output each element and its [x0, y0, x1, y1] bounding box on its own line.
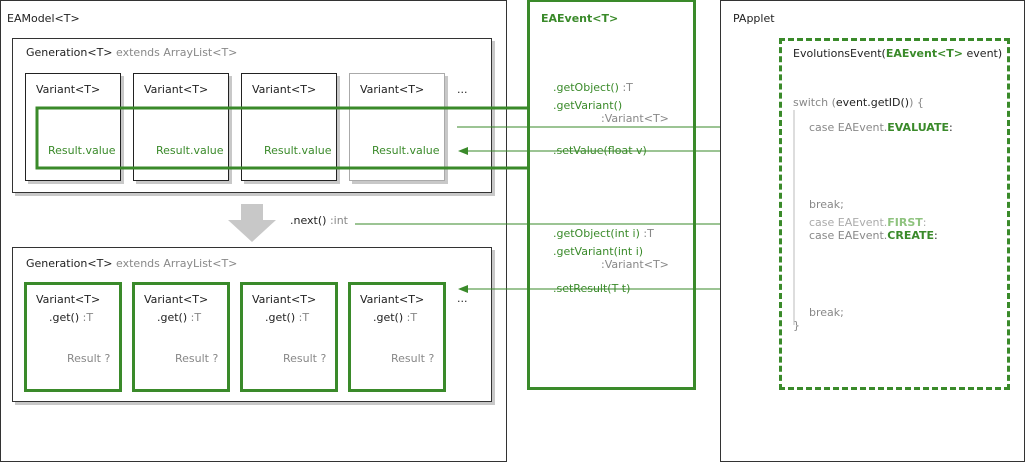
case-keyword: case EAEvent. [809, 216, 888, 229]
generation-extends: extends ArrayList<T> [116, 46, 238, 59]
generation-title: Generation<T> extends ArrayList<T> [26, 46, 237, 59]
method-getVariant: .getVariant() [553, 99, 623, 112]
generation-class: Generation<T> [26, 46, 113, 59]
case-keyword: case EAEvent. [809, 121, 888, 134]
method-type: :T [622, 81, 633, 94]
get-method: .get() [49, 311, 80, 324]
generation-extends: extends ArrayList<T> [116, 257, 238, 270]
get-method: .get() [373, 311, 404, 324]
switch-close: } [793, 319, 800, 332]
handler-signature: EvolutionsEvent(EAEvent<T> event) [793, 47, 1002, 60]
variant-result: Result.value [48, 144, 116, 157]
case-colon: : [948, 121, 953, 134]
case-colon: : [922, 216, 927, 229]
next-method-name: .next() [290, 214, 327, 227]
generation-title: Generation<T> extends ArrayList<T> [26, 257, 237, 270]
handler-end: event) [963, 47, 1003, 60]
get-type: :T [406, 311, 418, 324]
variant-label: Variant<T> [252, 83, 317, 96]
case-keyword: case EAEvent. [809, 229, 888, 242]
variant-label: Variant<T> [144, 293, 209, 306]
method-name: .getObject(int i) [553, 227, 640, 240]
variant-result: Result.value [264, 144, 332, 157]
variant-result: Result.value [156, 144, 224, 157]
method-name: .getObject() [553, 81, 619, 94]
handler-param: EAEvent<T> [885, 47, 964, 60]
next-method: .next() :int [290, 214, 348, 227]
method-getVariant-i-type: :Variant<T> [601, 258, 669, 271]
variant-result-unknown: Result ? [67, 352, 111, 365]
eamodel-title: EAModel<T> [7, 12, 80, 25]
case-create: case EAEvent.CREATE: [809, 229, 938, 242]
method-getVariant-i: .getVariant(int i) [553, 245, 644, 258]
evolutions-event-handler: EvolutionsEvent(EAEvent<T> event) switch… [779, 38, 1010, 390]
method-setValue: .setValue(float v) [553, 144, 647, 157]
variant-label: Variant<T> [36, 83, 101, 96]
generation-class: Generation<T> [26, 257, 113, 270]
next-arrow-icon [228, 204, 276, 242]
variant-label: Variant<T> [360, 83, 425, 96]
case-colon: : [934, 229, 938, 242]
variant-card[interactable]: Variant<T> Result.value [25, 73, 121, 181]
variant-label: Variant<T> [252, 293, 317, 306]
method-getVariant-type: :Variant<T> [601, 112, 669, 125]
handler-name: EvolutionsEvent( [793, 47, 886, 60]
case-const: CREATE [887, 229, 935, 242]
variant-get: .get() :T [373, 311, 417, 324]
get-method: .get() [157, 311, 188, 324]
variant-result-unknown: Result ? [175, 352, 219, 365]
get-type: :T [190, 311, 202, 324]
variant-label: Variant<T> [144, 83, 209, 96]
variant-card-new[interactable]: Variant<T> .get() :T Result ? [24, 282, 122, 392]
method-type: :T [643, 227, 654, 240]
variant-card-new[interactable]: Variant<T> .get() :T Result ? [132, 282, 230, 392]
break-statement: break; [809, 198, 844, 211]
next-method-type: :int [329, 214, 348, 227]
method-getObject: .getObject() :T [553, 81, 633, 94]
papplet-panel: PApplet [720, 0, 1025, 462]
switch-keyword: switch ( [793, 96, 836, 109]
variant-card-new[interactable]: Variant<T> .get() :T Result ? [348, 282, 446, 392]
variant-card-new[interactable]: Variant<T> .get() :T Result ? [240, 282, 338, 392]
switch-line: switch (event.getID()) { [793, 96, 924, 109]
variant-result-unknown: Result ? [283, 352, 327, 365]
get-type: :T [82, 311, 94, 324]
variant-label: Variant<T> [360, 293, 425, 306]
get-method: .get() [265, 311, 296, 324]
method-setResult: .setResult(T t) [553, 282, 631, 295]
variants-ellipsis: ... [457, 83, 468, 96]
case-first: case EAEvent.FIRST: [809, 216, 927, 229]
variants-ellipsis: ... [457, 292, 468, 305]
variant-result: Result.value [372, 144, 440, 157]
variant-get: .get() :T [157, 311, 201, 324]
variant-card[interactable]: Variant<T> Result.value [133, 73, 229, 181]
eaevent-title: EAEvent<T> [541, 12, 619, 25]
switch-expr: event.getID() [835, 96, 910, 109]
break-statement: break; [809, 306, 844, 319]
variant-get: .get() :T [265, 311, 309, 324]
case-const: FIRST [887, 216, 923, 229]
papplet-title: PApplet [733, 12, 775, 25]
variant-get: .get() :T [49, 311, 93, 324]
case-evaluate: case EAEvent.EVALUATE: [809, 121, 953, 134]
method-getObject-i: .getObject(int i) :T [553, 227, 654, 240]
variant-card[interactable]: Variant<T> Result.value [241, 73, 337, 181]
get-type: :T [298, 311, 310, 324]
variant-card[interactable]: Variant<T> Result.value [349, 73, 445, 181]
switch-end: ) { [909, 96, 924, 109]
case-const: EVALUATE [887, 121, 949, 134]
variant-label: Variant<T> [36, 293, 101, 306]
eaevent-panel: EAEvent<T> [527, 0, 696, 390]
variant-result-unknown: Result ? [391, 352, 435, 365]
